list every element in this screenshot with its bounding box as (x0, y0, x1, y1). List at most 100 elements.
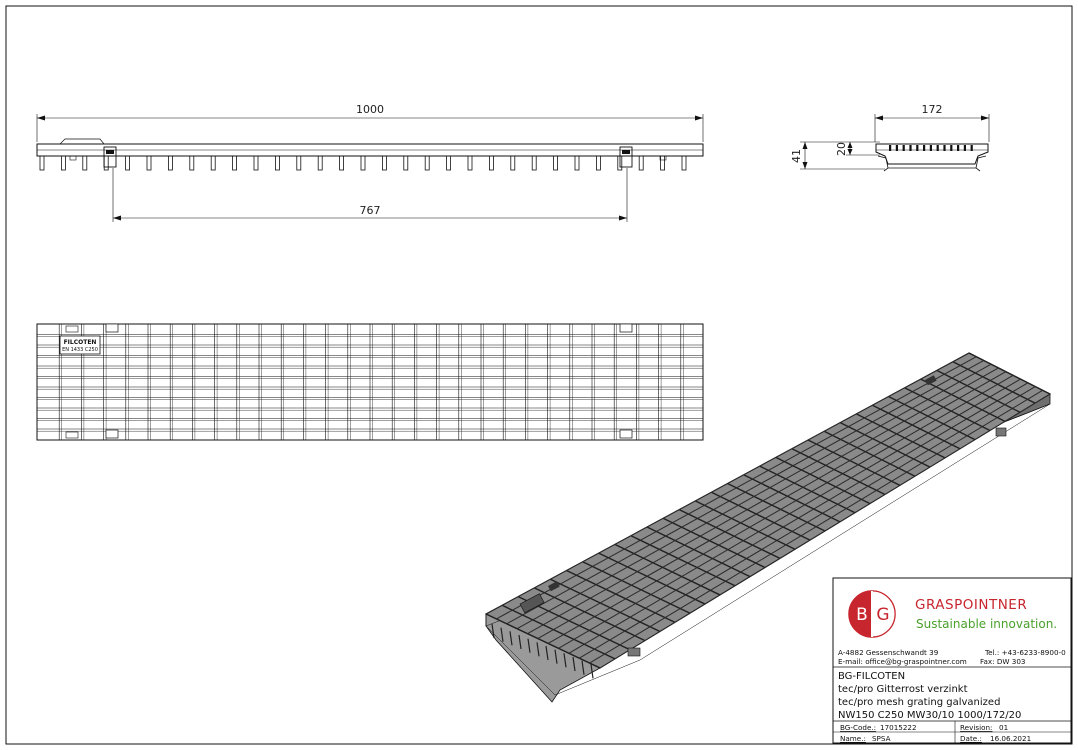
logo-mark-left: B (856, 605, 868, 625)
bg-logo: B G (848, 590, 896, 638)
side-tooth (446, 155, 452, 171)
iso-end-tooth (563, 653, 567, 668)
iso-end-tooth (572, 656, 576, 672)
company-fax: Fax: DW 303 (980, 657, 1025, 666)
iso-cross-bar (630, 535, 736, 587)
logo-mark-right: G (876, 605, 889, 625)
dimension-height-grate-label: 20 (835, 142, 848, 156)
side-tooth (210, 155, 216, 171)
iso-cross-bar (614, 543, 721, 596)
section-bar (916, 145, 919, 151)
date-value: 16.06.2021 (990, 734, 1031, 743)
side-tooth (553, 155, 558, 171)
top-view: FILCOTEN EN 1433 C250 (36, 323, 704, 441)
company-name: GRASPOINTNER (915, 597, 1027, 613)
sheet-border (5, 5, 1073, 745)
side-tooth (510, 155, 516, 171)
iso-end-tooth (491, 623, 495, 639)
side-tooth (403, 155, 409, 171)
iso-cross-bar (888, 395, 976, 441)
iso-cross-bar (646, 526, 751, 578)
side-tooth (638, 155, 644, 171)
iso-cross-bar (727, 482, 826, 532)
side-tooth (167, 155, 173, 171)
svg-text:EN 1433 C250: EN 1433 C250 (62, 347, 98, 353)
cross-section-view: 172 41 20 (790, 103, 990, 172)
iso-cross-bar (598, 552, 706, 605)
iso-cross-bar (678, 508, 781, 560)
iso-end-tooth (509, 631, 513, 646)
iso-end-tooth (554, 649, 558, 664)
iso-cross-bar (533, 587, 646, 642)
iso-end-tooth (545, 645, 549, 661)
clip-right (619, 146, 633, 168)
iso-cross-bar (823, 430, 916, 477)
iso-bearing-bar (579, 386, 1036, 659)
iso-bearing-bar (568, 382, 1029, 654)
side-tooth (488, 155, 494, 171)
iso-end-tooth (527, 638, 531, 653)
iso-end-tooth (500, 627, 504, 642)
iso-bearing-bar (527, 367, 999, 635)
name-value: SPSA (872, 734, 891, 743)
iso-cross-bar (743, 474, 841, 523)
section-bar (936, 145, 939, 151)
side-tooth (660, 155, 665, 171)
side-tooth (39, 155, 45, 171)
iso-cross-bar (566, 569, 676, 623)
side-tooth (82, 155, 88, 171)
title-block: B G GRASPOINTNER Sustainable innovation.… (832, 577, 1072, 744)
iso-bearing-bar (599, 393, 1051, 669)
iso-bearing-bar (506, 360, 984, 625)
iso-cross-bar (694, 500, 796, 550)
iso-cross-bar (759, 465, 856, 514)
date-label: Date.: (960, 734, 982, 743)
section-bar (957, 145, 960, 151)
clip-left (103, 146, 117, 168)
side-tooth (360, 155, 366, 171)
iso-cross-bar (855, 413, 946, 459)
iso-cross-bar (791, 448, 886, 496)
side-tooth (317, 155, 323, 171)
section-bar (909, 145, 912, 151)
side-tooth (596, 155, 601, 171)
company-slogan: Sustainable innovation. (916, 617, 1057, 631)
side-tooth (253, 155, 259, 171)
iso-bearing-bar (485, 352, 970, 615)
side-tooth (146, 155, 152, 171)
company-email: E-mail: office@bg-graspointner.com (838, 657, 967, 666)
section-bar (950, 145, 953, 151)
side-tooth (296, 155, 302, 171)
side-tooth (531, 155, 537, 171)
side-tooth (274, 155, 280, 171)
side-tooth (381, 155, 387, 171)
company-address: A-4882 Gessenschwandt 39 (838, 648, 939, 657)
iso-cross-bar (485, 613, 601, 669)
iso-cross-bar (920, 378, 1006, 423)
product-line-1: BG-FILCOTEN (838, 671, 905, 682)
iso-cross-bar (952, 361, 1036, 404)
dimension-length-label: 1000 (356, 103, 384, 116)
dimension-spacing-label: 767 (360, 204, 381, 217)
iso-cross-bar (550, 578, 661, 633)
section-bar (963, 145, 966, 151)
section-bar (943, 145, 946, 151)
side-tooth (339, 155, 345, 171)
iso-bearing-bar (516, 363, 992, 630)
bg-code-value: 17015222 (880, 723, 917, 732)
iso-cross-bar (501, 604, 616, 660)
iso-end-tooth (518, 634, 522, 650)
iso-cross-bar (872, 404, 961, 450)
iso-cross-bar (662, 517, 766, 569)
iso-cross-bar (904, 387, 991, 432)
side-tooth (125, 155, 130, 171)
iso-cross-bar (936, 369, 1021, 413)
iso-cross-bar (582, 561, 691, 614)
dimension-width-label: 172 (922, 103, 943, 116)
bg-code-label: BG-Code.: (840, 723, 876, 732)
iso-end-tooth (590, 664, 594, 679)
iso-bearing-bar (537, 371, 1007, 639)
section-bar (923, 145, 926, 151)
revision-label: Revision: (960, 723, 992, 732)
